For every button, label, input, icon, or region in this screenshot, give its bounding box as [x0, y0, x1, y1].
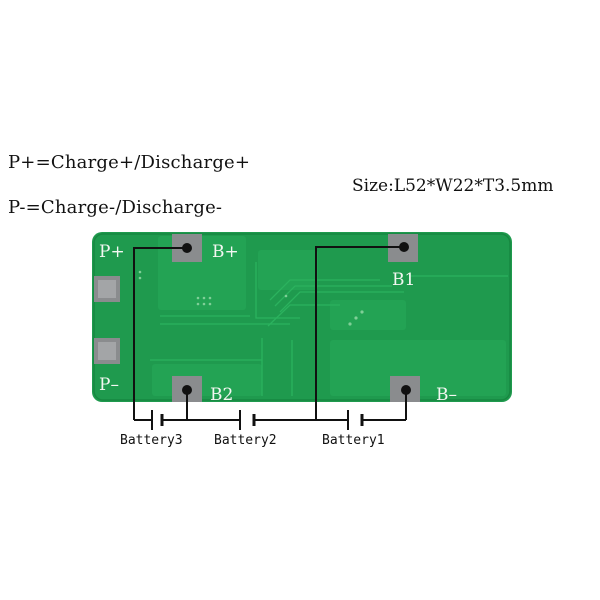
pcb-traces: [150, 262, 508, 396]
trace-2: [274, 285, 392, 307]
dot-b2: [182, 385, 192, 395]
pcb-vias: [138, 270, 364, 326]
dot-b-plus: [182, 243, 192, 253]
label-battery1: Battery1: [322, 433, 385, 448]
battery3-symbol: [151, 410, 164, 430]
trace-3: [279, 291, 404, 313]
copper-region-bottom-right: [330, 340, 506, 396]
trace-1: [269, 279, 380, 301]
copper-region-b1: [330, 300, 406, 330]
pcb-edge: [93, 233, 511, 401]
copper-region-mid: [258, 250, 318, 290]
battery1-symbol: [347, 410, 364, 430]
label-battery2: Battery2: [214, 433, 277, 448]
dot-b-minus: [401, 385, 411, 395]
label-b1: B1: [392, 270, 415, 290]
dot-b1: [399, 242, 409, 252]
legend-p-plus: P+=Charge+/Discharge+: [8, 152, 251, 173]
copper-region-b2: [152, 364, 262, 396]
board-size: Size:L52*W22*T3.5mm: [352, 176, 554, 196]
trace-5: [255, 262, 300, 319]
trace-4: [267, 304, 340, 327]
legend-p-minus: P-=Charge-/Discharge-: [8, 197, 223, 218]
battery2-symbol: [239, 410, 256, 430]
wire-b1-to-battery1: [315, 246, 404, 420]
label-battery3: Battery3: [120, 433, 183, 448]
label-b2: B2: [210, 385, 233, 405]
terminal-dots: [182, 242, 411, 395]
wiring: [133, 246, 407, 421]
label-p-minus: P–: [99, 375, 119, 395]
label-b-minus: B–: [436, 385, 457, 405]
label-b-plus: B+: [212, 242, 239, 262]
label-p-plus: P+: [99, 242, 125, 262]
wire-b-plus-to-battery3: [133, 247, 187, 420]
